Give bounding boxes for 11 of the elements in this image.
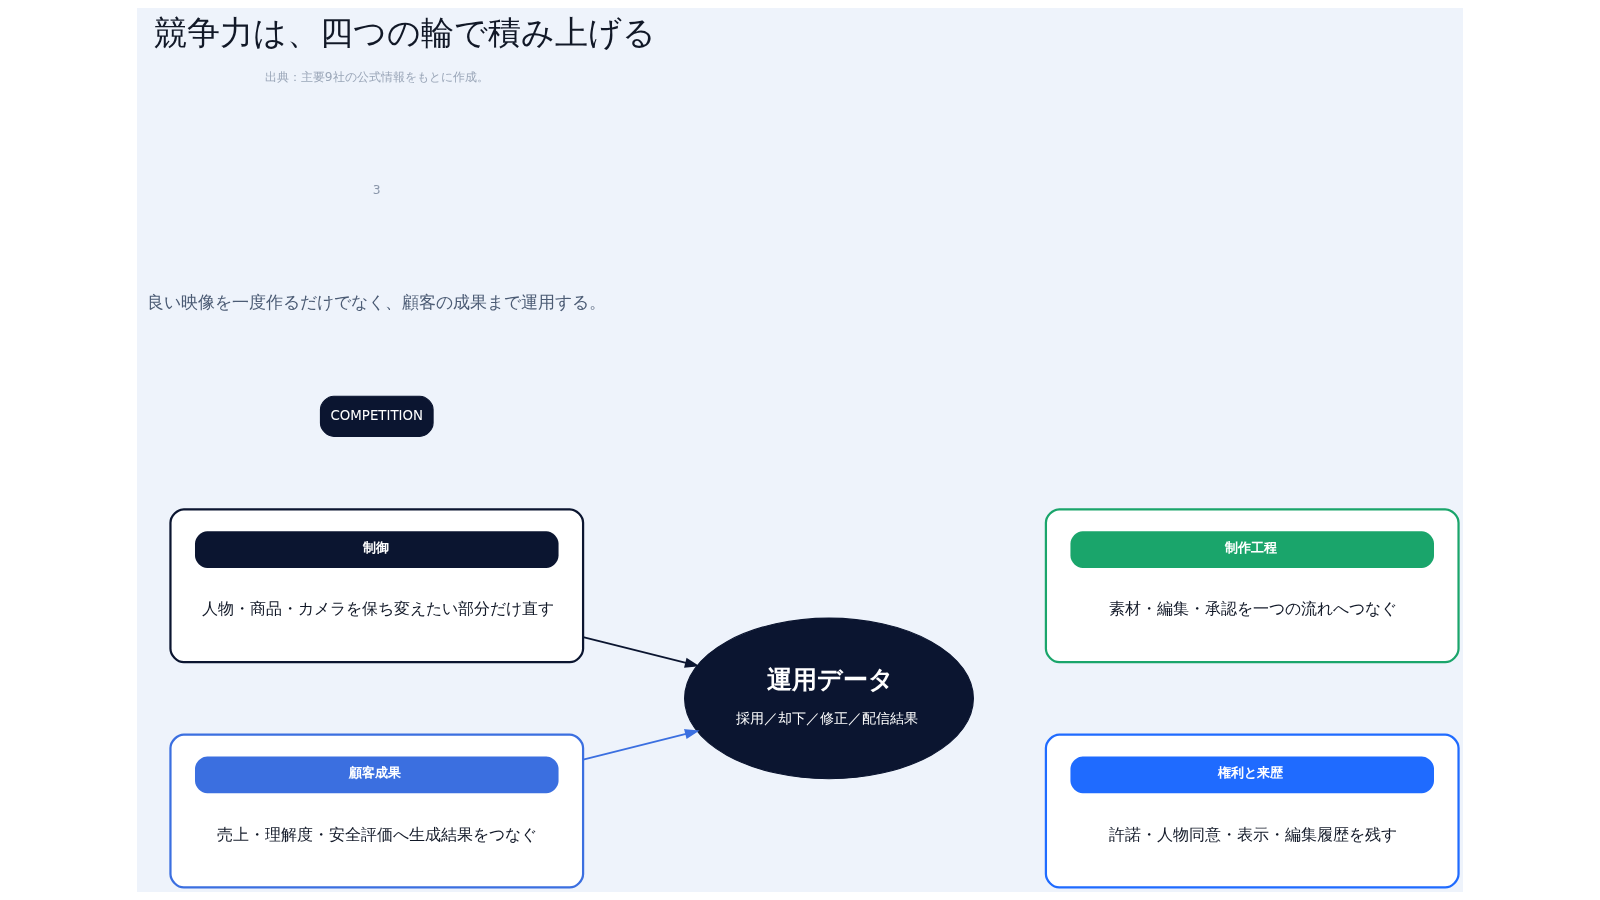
arrow — [582, 729, 700, 761]
node-box: 制御 人物・商品・カメラを保ち変えたい部分だけ直す — [169, 508, 585, 664]
label: 3 — [372, 183, 381, 198]
arrow — [582, 636, 700, 668]
node-box: 制作工程 素材・編集・承認を一つの流れへつなぐ — [1044, 508, 1460, 664]
diagram-title: 競争力は、四つの輪で積み上げる — [153, 12, 656, 52]
label: 良い映像を一度作るだけでなく、顧客の成果まで運用する。 — [147, 291, 607, 312]
label: 出典：主要9社の公式情報をもとに作成。 — [264, 70, 489, 85]
node-box: 権利と来歴 許諾・人物同意・表示・編集履歴を残す — [1044, 733, 1460, 889]
node-box: 顧客成果 売上・理解度・安全評価へ生成結果をつなぐ — [169, 733, 585, 889]
label: COMPETITION — [330, 407, 424, 423]
